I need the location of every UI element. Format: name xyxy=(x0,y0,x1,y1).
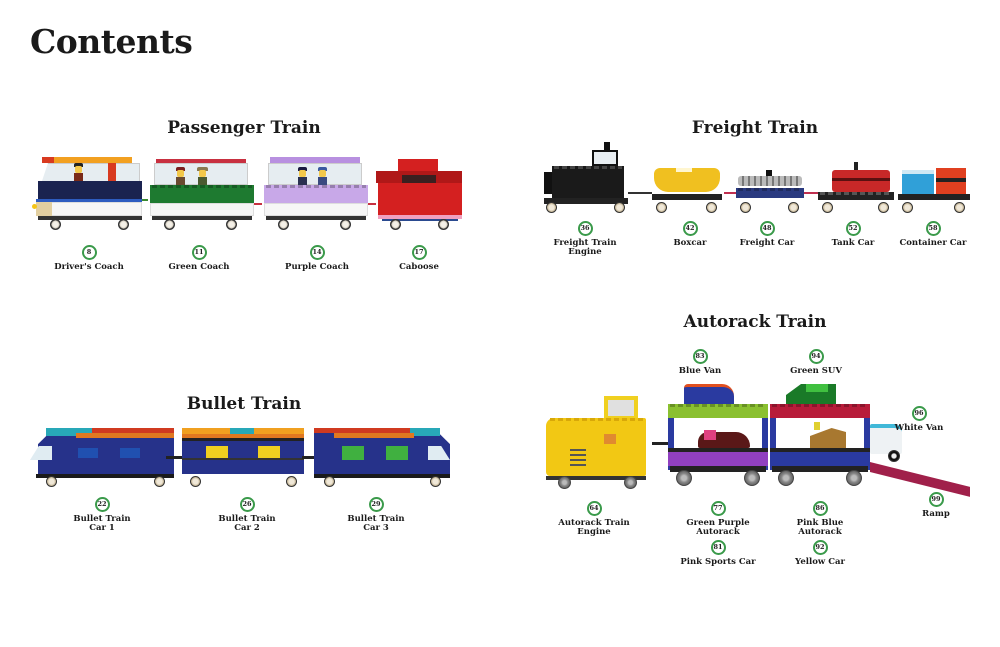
item-label: White Van xyxy=(894,423,944,433)
item-white-van[interactable]: 96 White Van xyxy=(864,406,974,433)
item-label: Bullet Train Car 3 xyxy=(347,514,405,533)
item-label: Container Car xyxy=(899,238,967,248)
item-green-purple-autorack[interactable]: 77 Green Purple Autorack xyxy=(663,501,773,537)
item-pink-sports-car[interactable]: 81 Pink Sports Car xyxy=(663,540,773,567)
item-green-suv[interactable]: 94 Green SUV xyxy=(761,349,871,376)
page-number-badge: 96 xyxy=(911,406,927,421)
section-title-passenger: Passenger Train xyxy=(167,118,321,138)
boxcar-model[interactable] xyxy=(652,142,724,214)
section-title-autorack: Autorack Train xyxy=(683,312,827,332)
freight-car-model[interactable] xyxy=(736,142,804,214)
item-purple-coach[interactable]: 14 Purple Coach xyxy=(262,245,372,272)
page-title: Contents xyxy=(30,22,193,61)
page-number-badge: 94 xyxy=(808,349,824,364)
page-number-badge: 11 xyxy=(191,245,207,260)
item-label: Blue Van xyxy=(678,366,722,376)
page-number-badge: 83 xyxy=(692,349,708,364)
item-ramp[interactable]: 99 Ramp xyxy=(881,492,991,519)
item-label: Green Coach xyxy=(168,262,230,272)
item-bullet-train-car-2[interactable]: 26 Bullet Train Car 2 xyxy=(192,497,302,533)
page-number-badge: 17 xyxy=(411,245,427,260)
page-number-badge: 58 xyxy=(925,221,941,236)
item-label: Bullet Train Car 2 xyxy=(218,514,276,533)
item-label: Tank Car xyxy=(831,238,875,248)
bullet-train-image xyxy=(26,424,462,490)
item-pink-blue-autorack[interactable]: 86 Pink Blue Autorack xyxy=(765,501,875,537)
item-yellow-car[interactable]: 92 Yellow Car xyxy=(765,540,875,567)
item-label: Yellow Car xyxy=(795,557,845,567)
item-label: Driver's Coach xyxy=(54,262,124,272)
freight-train-image xyxy=(540,142,972,214)
bullet-car-1-model[interactable] xyxy=(28,424,174,490)
yellow-car-model xyxy=(810,428,846,448)
drivers-coach-model[interactable] xyxy=(30,155,142,231)
item-bullet-train-car-1[interactable]: 22 Bullet Train Car 1 xyxy=(47,497,157,533)
section-title-bullet: Bullet Train xyxy=(186,394,302,414)
item-blue-van[interactable]: 83 Blue Van xyxy=(645,349,755,376)
page-number-badge: 64 xyxy=(586,501,602,516)
white-van-model[interactable] xyxy=(870,424,902,454)
item-freight-car[interactable]: 48 Freight Car xyxy=(712,221,822,248)
container-car-model[interactable] xyxy=(896,142,972,214)
page-number-badge: 92 xyxy=(812,540,828,555)
autorack-train-image xyxy=(540,380,972,497)
page-number-badge: 77 xyxy=(710,501,726,516)
item-label: Freight Train Engine xyxy=(553,238,617,257)
bullet-car-3-model[interactable] xyxy=(314,424,460,490)
item-label: Green SUV xyxy=(790,366,842,376)
page-number-badge: 99 xyxy=(928,492,944,507)
item-container-car[interactable]: 58 Container Car xyxy=(878,221,988,248)
page-number-badge: 42 xyxy=(682,221,698,236)
green-purple-autorack-model[interactable] xyxy=(668,380,768,492)
item-label: Green Purple Autorack xyxy=(686,518,750,537)
page-number-badge: 14 xyxy=(309,245,325,260)
item-label: Bullet Train Car 1 xyxy=(73,514,131,533)
page-number-badge: 86 xyxy=(812,501,828,516)
item-autorack-train-engine[interactable]: 64 Autorack Train Engine xyxy=(539,501,649,537)
item-tank-car[interactable]: 52 Tank Car xyxy=(798,221,908,248)
page-number-badge: 81 xyxy=(710,540,726,555)
item-label: Pink Sports Car xyxy=(680,557,756,567)
freight-engine-model[interactable] xyxy=(542,142,632,214)
page-number-badge: 36 xyxy=(577,221,593,236)
page-number-badge: 29 xyxy=(368,497,384,512)
purple-coach-model[interactable] xyxy=(262,155,368,231)
item-label: Autorack Train Engine xyxy=(558,518,630,537)
tank-car-model[interactable] xyxy=(818,142,894,214)
page-number-badge: 8 xyxy=(81,245,97,260)
item-label: Ramp xyxy=(922,509,950,519)
section-title-freight: Freight Train xyxy=(691,118,819,138)
item-label: Freight Car xyxy=(739,238,795,248)
item-caboose[interactable]: 17 Caboose xyxy=(364,245,474,272)
pink-blue-autorack-model[interactable] xyxy=(770,380,870,492)
page-number-badge: 48 xyxy=(759,221,775,236)
blue-van-model xyxy=(684,384,734,406)
autorack-engine-model[interactable] xyxy=(544,392,656,492)
green-coach-model[interactable] xyxy=(148,155,254,231)
item-drivers-coach[interactable]: 8 Driver's Coach xyxy=(34,245,144,272)
item-freight-train-engine[interactable]: 36 Freight Train Engine xyxy=(530,221,640,257)
page-number-badge: 52 xyxy=(845,221,861,236)
item-label: Pink Blue Autorack xyxy=(796,518,844,537)
item-label: Boxcar xyxy=(673,238,707,248)
item-label: Caboose xyxy=(399,262,439,272)
caboose-model[interactable] xyxy=(376,155,464,231)
bullet-car-2-model[interactable] xyxy=(182,424,304,490)
page-number-badge: 26 xyxy=(239,497,255,512)
item-label: Purple Coach xyxy=(285,262,349,272)
passenger-train-image xyxy=(26,155,466,235)
item-boxcar[interactable]: 42 Boxcar xyxy=(635,221,745,248)
item-green-coach[interactable]: 11 Green Coach xyxy=(144,245,254,272)
item-bullet-train-car-3[interactable]: 29 Bullet Train Car 3 xyxy=(321,497,431,533)
page-number-badge: 22 xyxy=(94,497,110,512)
